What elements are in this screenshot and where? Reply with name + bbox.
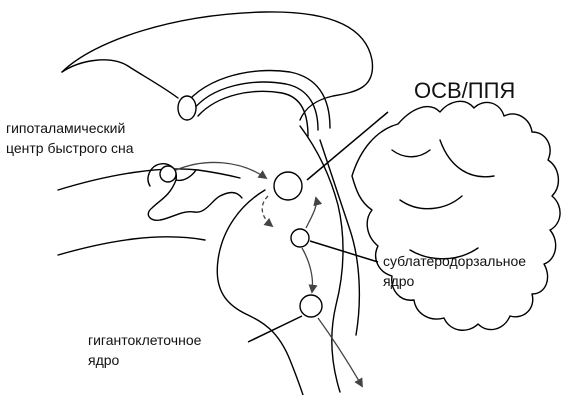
label-osv-ppya: ОСВ/ППЯ xyxy=(414,78,515,103)
label-gigantocellular-line1: гигантоклеточное xyxy=(88,332,202,348)
septal-nucleus xyxy=(178,96,196,120)
label-gigantocellular-line2: ядро xyxy=(88,352,120,368)
brainstem-anterior-outline xyxy=(217,190,303,395)
corpus-callosum xyxy=(180,71,330,128)
pons-outline xyxy=(58,237,205,255)
cerebellum-folia xyxy=(392,140,494,259)
cerebellum-outline xyxy=(352,101,560,330)
fornix-arc-2 xyxy=(198,91,308,136)
leader-sublaterodorsal xyxy=(310,241,378,262)
label-hypothalamic-line1: гипоталамический xyxy=(6,120,125,136)
arrow-giant-down xyxy=(318,318,362,386)
leader-osv-ppya xyxy=(307,112,388,180)
label-sublaterodorsal-line1: сублатеродорзальное xyxy=(383,253,526,269)
arrow-sublat-to-osv xyxy=(306,198,316,228)
gigantocellular-nucleus xyxy=(300,295,322,317)
hypothalamic-rem-center-nucleus xyxy=(160,166,176,182)
arrow-hypothalamus-to-osv xyxy=(176,162,266,178)
osv-ppya-nucleus xyxy=(274,172,302,200)
sublaterodorsal-nucleus xyxy=(291,229,309,247)
brainstem-posterior-outline xyxy=(300,126,343,392)
arrow-osv-to-sublat-dashed xyxy=(262,196,272,226)
label-sublaterodorsal-line2: ядро xyxy=(383,273,415,289)
arrow-sublat-to-giant xyxy=(302,248,313,292)
cortex-outline xyxy=(62,12,373,120)
fornix-arc-1 xyxy=(193,82,318,130)
cortex-inner-fold xyxy=(62,60,178,98)
label-hypothalamic-line2: центр быстрого сна xyxy=(6,140,134,156)
